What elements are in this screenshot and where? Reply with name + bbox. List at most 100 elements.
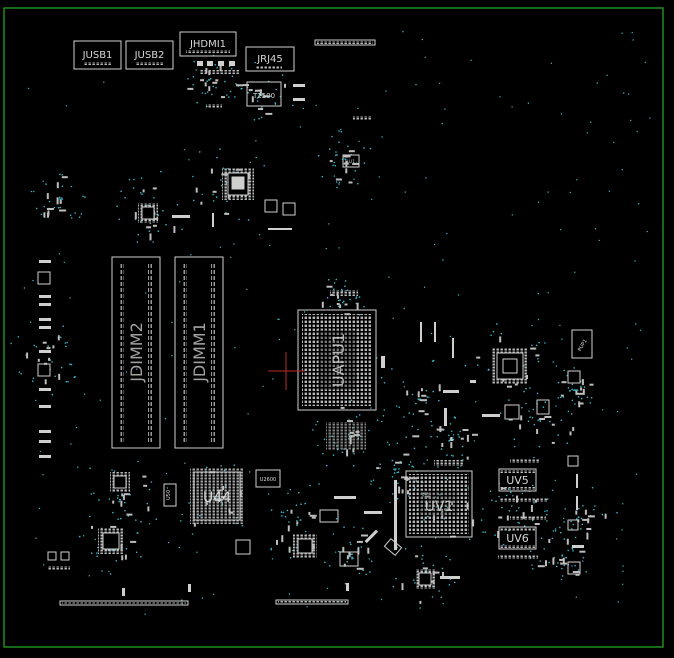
- via: [425, 389, 428, 392]
- vram-chip-uv5[interactable]: UV5: [498, 468, 537, 492]
- via: [188, 159, 190, 161]
- connector-bottom-mid[interactable]: [275, 599, 349, 605]
- passive-part: [152, 224, 157, 227]
- via: [491, 499, 493, 502]
- via: [278, 338, 281, 341]
- via: [258, 95, 260, 97]
- via: [544, 401, 547, 404]
- via: [192, 175, 194, 178]
- via: [551, 489, 554, 492]
- chip-rotated-right[interactable]: PUP1: [571, 329, 593, 359]
- via: [590, 397, 593, 399]
- via: [567, 387, 570, 389]
- via: [340, 130, 343, 133]
- via: [608, 190, 611, 192]
- via: [452, 455, 454, 457]
- via: [344, 285, 346, 288]
- via: [521, 406, 523, 409]
- via: [431, 596, 434, 598]
- passive-part: [200, 79, 205, 82]
- via: [421, 554, 424, 557]
- via: [137, 233, 139, 236]
- connector-bottom-left[interactable]: [59, 600, 189, 606]
- via: [69, 214, 72, 216]
- via: [344, 582, 347, 585]
- passive-part: [134, 212, 137, 220]
- via: [405, 436, 408, 439]
- via: [128, 178, 131, 181]
- qfn-chip-lan[interactable]: [222, 168, 254, 200]
- connector-jhdmi1[interactable]: JHDMI1: [179, 31, 237, 57]
- via: [446, 454, 448, 456]
- via: [215, 86, 217, 89]
- qfn-chip-lower-left-1[interactable]: [110, 472, 130, 492]
- via: [500, 332, 503, 335]
- via: [63, 261, 65, 264]
- via: [116, 497, 119, 499]
- qfn-chip-lower-mid[interactable]: [293, 534, 317, 558]
- via: [513, 438, 516, 441]
- chip-u2600[interactable]: U2600: [255, 469, 281, 488]
- via: [78, 535, 81, 538]
- via: [103, 81, 105, 83]
- via: [426, 396, 429, 398]
- via: [533, 423, 536, 426]
- chip-lu1[interactable]: LU1: [342, 154, 360, 168]
- via: [423, 286, 426, 288]
- passive-part: [418, 410, 425, 413]
- via: [157, 230, 160, 232]
- via: [355, 296, 358, 298]
- connector-jrj45[interactable]: JRJ45: [245, 46, 295, 72]
- passive-part: [407, 490, 409, 495]
- qfn-chip-right-1[interactable]: [492, 348, 528, 384]
- connector-jusb1[interactable]: JUSB1: [73, 40, 122, 70]
- via: [576, 518, 578, 520]
- via: [544, 342, 546, 344]
- connector-top-edge[interactable]: [314, 39, 376, 46]
- via: [355, 416, 358, 418]
- passive-part: [404, 477, 411, 480]
- passive-part: [248, 89, 253, 92]
- vram-chip-uv6[interactable]: UV6: [498, 526, 537, 550]
- svg-text:U50: U50: [166, 490, 172, 500]
- via: [442, 603, 444, 605]
- passive-part: [130, 540, 137, 543]
- via: [338, 183, 340, 185]
- bga-chip-uapu1[interactable]: UAPU1: [297, 309, 377, 411]
- passive-part: [545, 560, 547, 567]
- passive-part: [562, 557, 565, 564]
- via: [555, 565, 558, 568]
- via: [411, 425, 414, 428]
- dimm-slot-jdimm1[interactable]: JDIMM1: [174, 256, 224, 449]
- via: [593, 508, 595, 511]
- qfn-chip-lower-left-2[interactable]: [98, 528, 124, 554]
- via: [563, 517, 565, 520]
- via: [306, 606, 308, 608]
- qfn-chip-lower-gpu[interactable]: [415, 569, 435, 589]
- dimm-slot-jdimm2[interactable]: JDIMM2: [111, 256, 161, 449]
- via: [457, 294, 460, 296]
- via: [511, 106, 513, 108]
- passive-part: [561, 381, 567, 384]
- via: [304, 502, 307, 505]
- via: [442, 259, 444, 261]
- transformer-t2500[interactable]: T2500: [246, 81, 282, 107]
- via: [389, 501, 391, 504]
- via: [582, 560, 584, 562]
- via: [59, 173, 61, 176]
- bga-chip-uv1[interactable]: UV1: [405, 470, 473, 538]
- via: [112, 511, 114, 514]
- qfn-chip-small-1[interactable]: [138, 203, 158, 223]
- via: [560, 113, 563, 115]
- via: [425, 446, 427, 448]
- via: [135, 551, 138, 554]
- connector-jusb2[interactable]: JUSB2: [125, 40, 174, 70]
- via: [570, 520, 572, 523]
- via: [571, 388, 573, 391]
- via: [274, 102, 277, 104]
- chip-u44[interactable]: U44: [190, 468, 244, 524]
- chip-vertical-small[interactable]: U50: [163, 483, 177, 507]
- via: [430, 332, 433, 335]
- via: [178, 546, 181, 549]
